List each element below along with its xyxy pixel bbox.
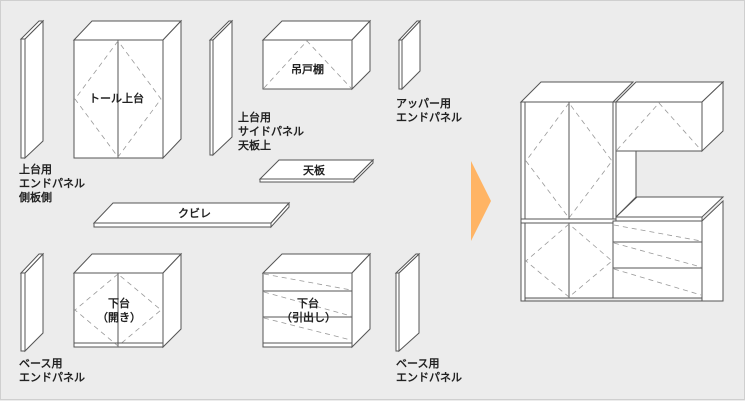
- base-open-unit-drawing: [72, 252, 183, 349]
- label-line: 上台用: [19, 163, 52, 176]
- label-line: エンドパネル: [396, 111, 462, 124]
- label-base-end-panel-left: ベース用 エンドパネル: [19, 357, 85, 385]
- wall-cabinet-drawing: [261, 19, 372, 91]
- label-base-open: 下台 （開き）: [95, 297, 143, 325]
- label-base-drawer: 下台 （引出し）: [281, 297, 336, 325]
- label-top-board: 天板: [303, 164, 325, 177]
- label-line: ベース用: [396, 357, 440, 370]
- kubire-board-drawing: [92, 201, 291, 229]
- upper-end-panel-drawing: [19, 19, 45, 160]
- assembled-drawing: [519, 80, 725, 302]
- label-line: 天板上: [238, 139, 271, 152]
- base-end-panel-right-drawing: [394, 252, 421, 353]
- base-end-panel-left-drawing: [19, 252, 45, 353]
- label-upper-end-panel: アッパー用 エンドパネル: [396, 97, 462, 125]
- label-line: エンドパネル: [19, 371, 85, 384]
- label-line: エンドパネル: [396, 371, 462, 384]
- label-line: （開き）: [97, 311, 141, 324]
- label-tall-upper: トール上台: [89, 92, 144, 105]
- label-kubire: クビレ: [178, 207, 211, 220]
- label-line: 上台用: [238, 111, 271, 124]
- label-line: ベース用: [19, 357, 63, 370]
- label-line: エンドパネル: [19, 177, 85, 190]
- label-wall-cabinet: 吊戸棚: [291, 63, 324, 76]
- upper-side-panel-drawing: [208, 19, 234, 157]
- label-upper-end-panel-side: 上台用 エンドパネル 側板側: [19, 163, 85, 205]
- label-line: サイドパネル: [238, 125, 304, 138]
- label-line: 側板側: [19, 191, 52, 204]
- label-upper-side-panel: 上台用 サイドパネル 天板上: [238, 111, 304, 153]
- label-line: （引出し）: [281, 311, 336, 324]
- label-line: 下台: [108, 297, 130, 310]
- tall-upper-unit-drawing: [72, 19, 183, 160]
- label-base-end-panel-right: ベース用 エンドパネル: [396, 357, 462, 385]
- label-line: 下台: [297, 297, 319, 310]
- arrow-right-icon: [471, 161, 491, 241]
- label-line: アッパー用: [396, 97, 451, 110]
- base-drawer-unit-drawing: [261, 252, 372, 349]
- top-board-drawing: [258, 158, 375, 184]
- upper-end-panel-right-drawing: [397, 19, 422, 91]
